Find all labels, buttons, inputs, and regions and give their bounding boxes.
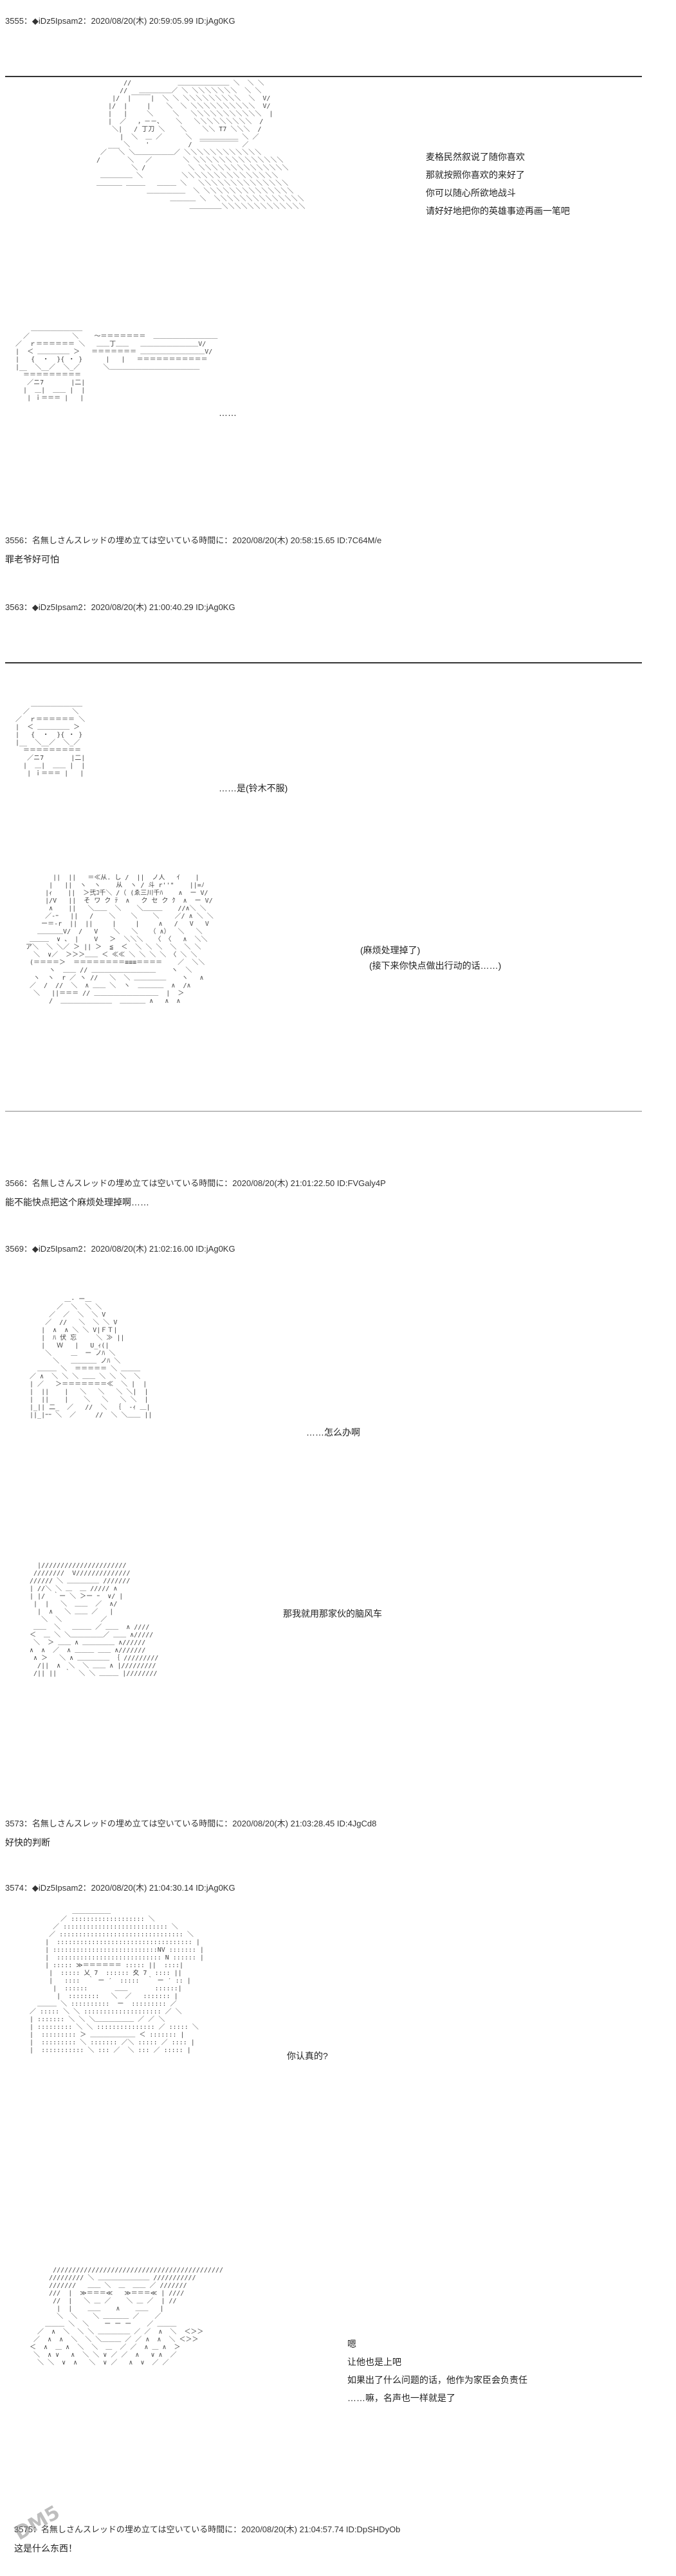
post-header-3573: 3573：名無しさんスレッドの埋め立ては空いている時間に：2020/08/20(… <box>5 1819 377 1828</box>
post-header-3575: 3575：名無しさんスレッドの埋め立ては空いている時間に：2020/08/20(… <box>14 2525 401 2534</box>
post-header-3566: 3566：名無しさんスレッドの埋め立ては空いている時間に：2020/08/20(… <box>5 1178 386 1188</box>
speech-block-4: (麻烦处理掉了) (接下来你快点做出行动的话……) <box>360 945 502 971</box>
speech-block-6: 那我就用那家伙的脑风车 <box>283 1608 382 1619</box>
separator <box>5 662 642 663</box>
ascii-art-scene-1: // ＿＿＿＿＿＿＿＿ ＼ ＼ ＼ // ＿＿＿＿＿／ ＼ ＼＼＼＼＼＼＼ ＼ … <box>96 80 306 210</box>
post-header-3556: 3556：名無しさんスレッドの埋め立ては空いている時間に：2020/08/20(… <box>5 536 382 545</box>
watermark-logo: DM5 <box>10 2501 64 2545</box>
ascii-art-scene-6: |////////////////////// //////// V//////… <box>30 1562 159 1677</box>
ascii-art-scene-7: ＿＿＿＿＿＿ ／ ::::::::::::::::::: ＼ ／ :::::::… <box>30 1908 204 2054</box>
post-header-3569: 3569：◆iDz5Ipsam2：2020/08/20(木) 21:02:16.… <box>5 1244 235 1254</box>
speech-block-8: 嗯 让他也是上吧 如果出了什么问题的话，他作为家臣会负责任 ……嘛，名声也一样就… <box>347 2339 527 2403</box>
ascii-art-scene-2: ＿＿＿＿＿＿＿＿ ／ ＼ ～＝＝＝＝＝＝＝ ＿＿＿＿＿＿＿＿＿＿ ／ ｒ＝＝＝＝… <box>15 325 218 402</box>
post-header-3555: 3555：◆iDz5Ipsam2：2020/08/20(木) 20:59:05.… <box>5 16 235 26</box>
separator <box>5 76 642 77</box>
post-body-3566: 能不能快点把这个麻烦处理掉啊…… <box>5 1197 149 1207</box>
ascii-art-scene-4: || || ＝≪从. し / || ノ人 ｲ | | || ヽ ヽ 从 ヽ / … <box>26 874 214 1005</box>
separator <box>5 1111 642 1112</box>
post-header-3574: 3574：◆iDz5Ipsam2：2020/08/20(木) 21:04:30.… <box>5 1883 235 1893</box>
post-body-3573: 好快的判断 <box>5 1837 50 1848</box>
speech-block-3: ……是(铃木不服) <box>219 783 288 793</box>
post-body-3556: 罪老爷好可怕 <box>5 554 59 564</box>
speech-block-1: 麦格民然叙说了随你喜欢 那就按照你喜欢的来好了 你可以随心所欲地战斗 请好好地把… <box>426 152 570 216</box>
speech-block-7: 你认真的? <box>287 2051 328 2061</box>
speech-block-5: ……怎么办啊 <box>306 1427 360 1437</box>
post-body-3575: 这是什么东西！ <box>14 2543 77 2553</box>
ascii-art-scene-8: ////////////////////////////////////////… <box>30 2267 224 2366</box>
post-header-3563: 3563：◆iDz5Ipsam2：2020/08/20(木) 21:00:40.… <box>5 602 235 612</box>
ascii-art-scene-3: ＿＿＿＿＿＿＿＿ ／ ＼ ／ ｒ＝＝＝＝＝＝ ＼ | ＜ ＿＿＿＿＿ ＞ | {… <box>15 701 86 777</box>
speech-block-2: …… <box>219 408 237 418</box>
ascii-art-scene-5: ＿- ー＿ ／ ＼ ＼ ＼ ／ ／ ＼ ＼ V ／ // ＼ ＼ ＼ V | ∧… <box>30 1296 152 1419</box>
